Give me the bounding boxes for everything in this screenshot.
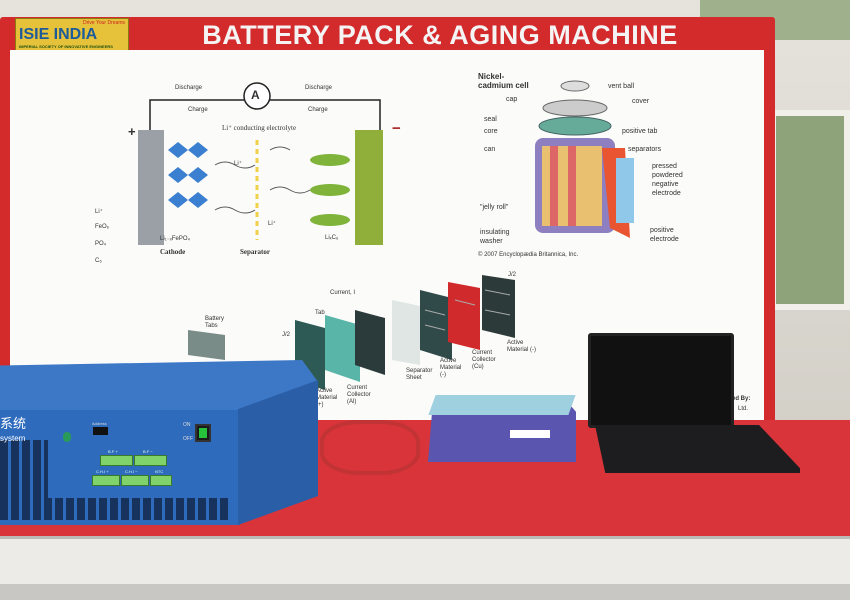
logo: Drive Your Dreams ISIE INDIA IMPERIAL SO… — [15, 18, 129, 52]
port-ntc[interactable] — [150, 475, 172, 486]
logo-tagline: Drive Your Dreams — [83, 20, 125, 26]
table-base — [0, 584, 850, 600]
port-chi-plus[interactable] — [92, 475, 120, 486]
cathode-plate — [138, 130, 164, 245]
status-led — [63, 432, 71, 442]
li-ion-diagram — [138, 82, 383, 245]
vent-grille — [0, 440, 48, 500]
logo-subtitle: IMPERIAL SOCIETY OF INNOVATIVE ENGINEERS — [19, 44, 113, 49]
nicd-cell-diagram — [535, 80, 634, 238]
port-chi-minus[interactable] — [121, 475, 149, 486]
vent-grille — [0, 498, 230, 520]
port-bf-minus[interactable] — [134, 455, 167, 466]
board-title: BATTERY PACK & AGING MACHINE — [202, 20, 678, 50]
window — [770, 110, 850, 310]
port-bf-plus[interactable] — [100, 455, 133, 466]
power-switch[interactable] — [195, 424, 211, 442]
laptop-screen — [588, 333, 734, 428]
laptop-keyboard — [595, 425, 800, 473]
pouch-cell-diagram — [188, 275, 515, 390]
logo-name: ISIE INDIA — [19, 26, 98, 43]
product-box-lid — [428, 395, 576, 415]
cable-bundle — [320, 420, 420, 475]
address-display — [93, 427, 108, 435]
barcode-label — [510, 430, 550, 438]
